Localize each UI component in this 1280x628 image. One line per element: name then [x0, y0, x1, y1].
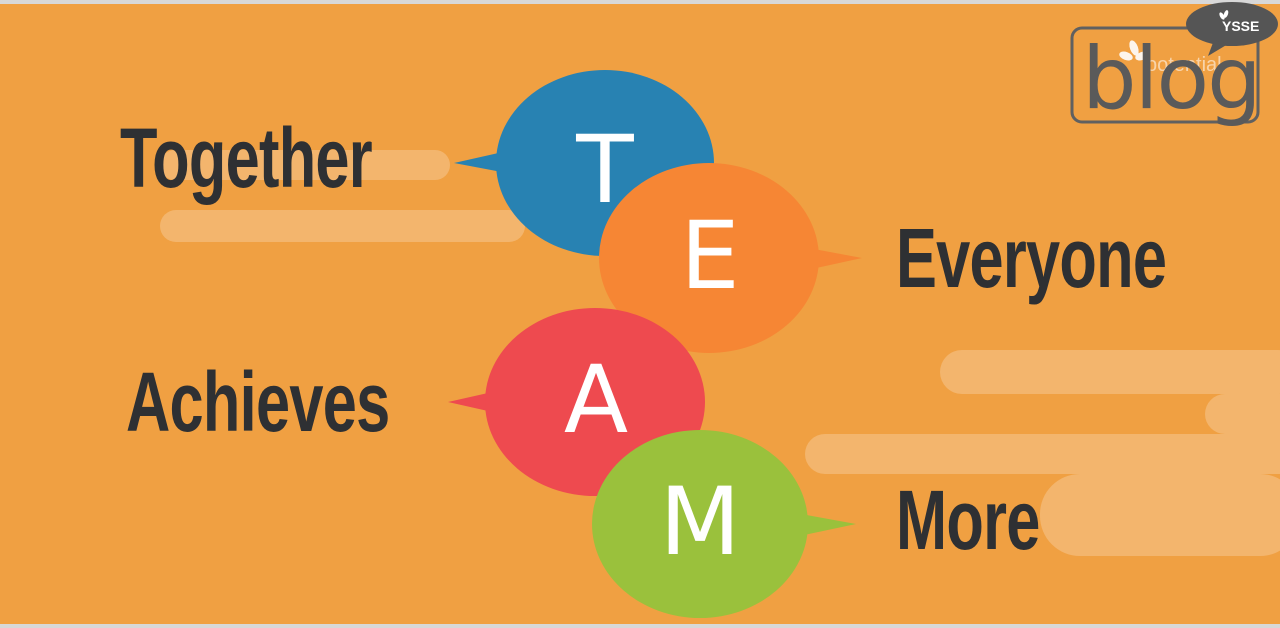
cloud-shape: [160, 210, 525, 242]
word-achieves: Achieves: [126, 355, 390, 449]
cloud-shape: [1040, 474, 1280, 556]
leaf-icon: [1119, 40, 1149, 61]
blog-logo-text: blog: [1082, 29, 1262, 129]
blog-logo-frame: [1070, 2, 1278, 124]
e-speech-bubble: [599, 163, 862, 353]
word-together: Together: [120, 111, 373, 205]
cloud-shape: [940, 350, 1280, 394]
blog-logo: potential blog YSSE: [1066, 2, 1278, 132]
cloud-shape: [160, 150, 450, 180]
letter-a: A: [563, 346, 629, 455]
letter-e: E: [680, 202, 740, 311]
sprout-icon: [1219, 10, 1229, 20]
blog-logo-subtext: potential: [1146, 54, 1222, 76]
blog-logo-badge: YSSE: [1222, 18, 1260, 34]
cloud-shape: [805, 434, 1280, 474]
m-speech-bubble: [592, 430, 856, 618]
word-more: More: [896, 473, 1040, 567]
cloud-shape: [1205, 394, 1280, 434]
word-everyone: Everyone: [896, 211, 1167, 305]
team-banner: Together Everyone Achieves More T E A M: [0, 4, 1280, 624]
letter-m: M: [659, 468, 741, 577]
